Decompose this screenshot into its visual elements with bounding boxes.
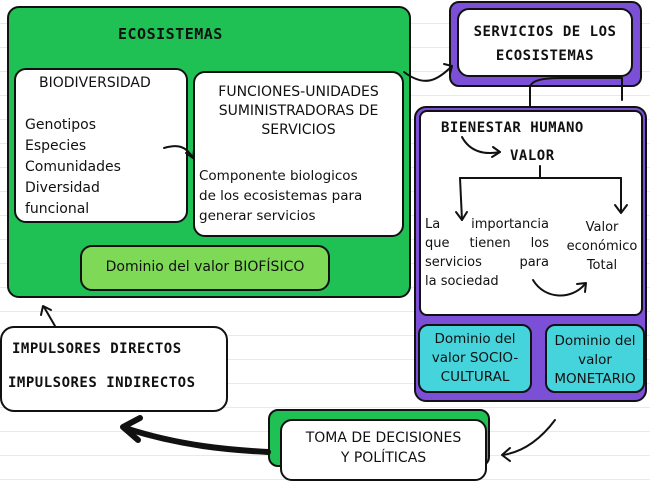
biodiversidad-item: funcional [25, 201, 90, 217]
biodiversidad-item: Especies [25, 138, 87, 154]
biodiversidad-item: Diversidad [25, 180, 100, 196]
dominio-biofisico-box [80, 245, 330, 291]
dominio-monetario-label: Dominio del valor MONETARIO [545, 332, 645, 389]
biodiversidad-box [14, 68, 188, 223]
importancia-line: la sociedad [425, 274, 499, 289]
arrow-head [501, 447, 511, 462]
funciones-title-line: FUNCIONES-UNIDADES [218, 84, 379, 100]
servicios-title-line: ECOSISTEMAS [495, 48, 595, 64]
valor-label: VALOR [510, 148, 555, 164]
toma-decisiones-line: TOMA DE DECISIONES [305, 430, 462, 446]
monetario-line: MONETARIO [554, 371, 636, 387]
sociocultural-line: CULTURAL [440, 369, 510, 385]
arrow-bienestar-toma [502, 419, 556, 456]
monetario-line: Dominio del [554, 333, 636, 349]
arrow-ecosistemas-servicios [403, 65, 453, 82]
toma-decisiones-label: TOMA DE DECISIONES Y POLÍTICAS [280, 428, 487, 468]
funciones-title: FUNCIONES-UNIDADES SUMINISTRADORAS DE SE… [193, 83, 404, 140]
bienestar-title: BIENESTAR HUMANO [441, 120, 584, 136]
economico-text: Valor económico Total [560, 218, 644, 275]
economico-line: Valor [585, 220, 619, 235]
arrow-head [614, 204, 628, 214]
branch-left [459, 177, 463, 221]
arrow-head [455, 211, 468, 221]
importancia-line: La importancia [425, 217, 549, 232]
dominio-biofisico-label: Dominio del valor BIOFÍSICO [105, 259, 305, 275]
monetario-line: valor [578, 352, 612, 368]
ecosistemas-title: ECOSISTEMAS [118, 25, 223, 43]
funciones-title-line: SUMINISTRADORAS DE [218, 103, 379, 119]
arrow-toma-impulsores [122, 425, 271, 455]
connector-servicios-bienestar [529, 77, 623, 107]
impulsores-directos: IMPULSORES DIRECTOS [12, 341, 182, 357]
sociocultural-line: Dominio del [434, 331, 516, 347]
economico-line: Total [586, 258, 618, 273]
toma-decisiones-line: Y POLÍTICAS [340, 450, 427, 466]
arrow-head [40, 305, 52, 316]
arrow-bienestar-valor [461, 136, 501, 155]
arrow-importancia-economico [532, 279, 586, 297]
servicios-box [457, 8, 633, 77]
dominio-sociocultural-label: Dominio del valor SOCIO- CULTURAL [418, 330, 532, 387]
funciones-description: Componente biologicos de los ecosistemas… [199, 166, 362, 226]
impulsores-box [0, 326, 228, 412]
biodiversidad-item: Comunidades [25, 159, 121, 175]
sociocultural-line: valor SOCIO- [431, 350, 519, 366]
arrow-impulsores-ecosistemas [43, 306, 56, 327]
arrow-biodiversidad-funciones [163, 145, 194, 159]
dominio-monetario-box [545, 324, 645, 393]
arrow-head [443, 63, 453, 75]
funciones-desc-line: de los ecosistemas para [199, 188, 363, 204]
biodiversidad-item: Genotipos [25, 117, 97, 133]
funciones-desc-line: generar servicios [199, 208, 316, 224]
importancia-line: que tienen los [425, 236, 549, 251]
importancia-text: La importancia que tienen los servicios … [425, 215, 549, 291]
economico-line: económico [566, 239, 638, 254]
impulsores-indirectos: IMPULSORES INDIRECTOS [8, 375, 196, 391]
arrow-head [185, 149, 195, 159]
arrow-head [491, 146, 501, 158]
arrow-head [120, 415, 143, 443]
servicios-title: SERVICIOS DE LOS ECOSISTEMAS [457, 20, 633, 68]
funciones-desc-line: Componente biologicos [199, 168, 358, 184]
importancia-line: servicios para [425, 255, 549, 270]
biodiversidad-title: BIODIVERSIDAD [39, 75, 151, 91]
servicios-title-line: SERVICIOS DE LOS [473, 24, 617, 40]
funciones-title-line: SERVICIOS [261, 122, 336, 138]
arrow-head [576, 282, 587, 293]
toma-decisiones-box [280, 419, 487, 481]
dominio-sociocultural-box [418, 324, 532, 393]
